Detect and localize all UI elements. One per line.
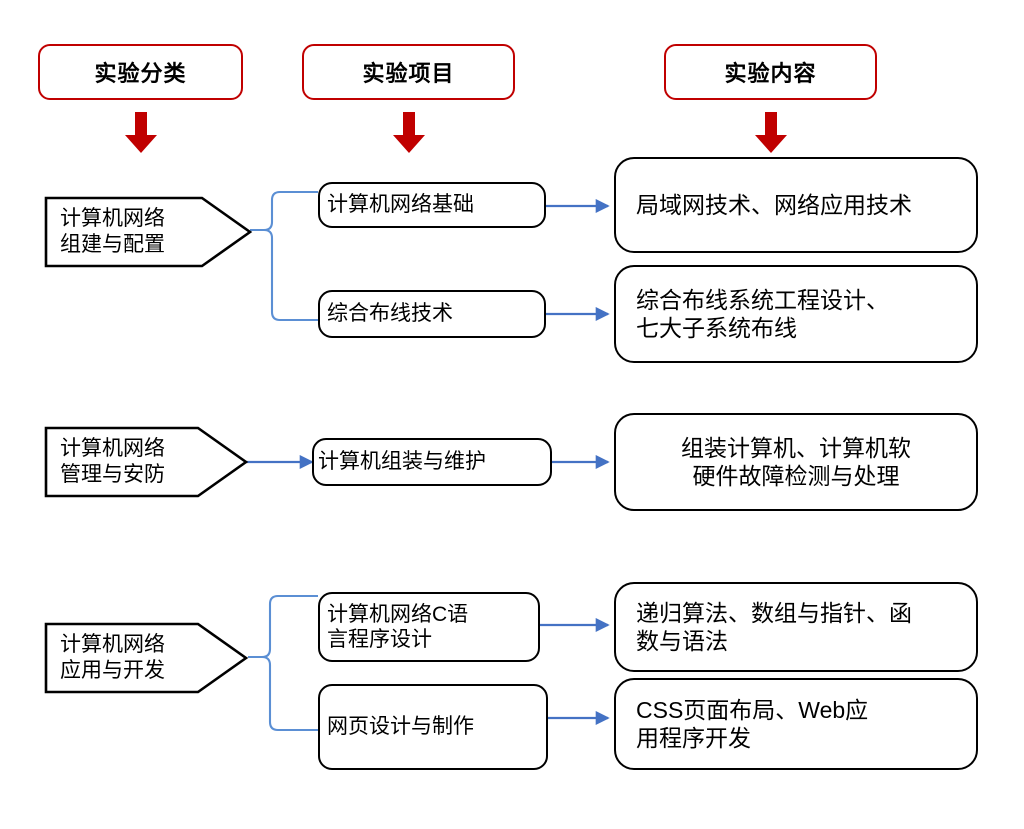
category-label-2: 计算机网络 管理与安防 [60,437,165,486]
category-shape-2[interactable] [44,426,250,498]
header-label-content: 实验内容 [724,61,817,86]
header-pill-category[interactable]: 实验分类 [38,44,243,100]
content-label-2-1: 组装计算机、计算机软 硬件故障检测与处理 [681,434,911,489]
category-label-3: 计算机网络 应用与开发 [60,633,165,682]
content-label-3-1: 递归算法、数组与指针、函 数与语法 [636,599,912,654]
header-pill-project[interactable]: 实验项目 [302,44,515,100]
project-box-1-1[interactable]: 计算机网络基础 [318,182,546,228]
project-label-1-2: 综合布线技术 [327,302,453,326]
header-label-category: 实验分类 [94,61,187,86]
header-label-project: 实验项目 [362,61,455,86]
content-box-3-1[interactable]: 递归算法、数组与指针、函 数与语法 [614,582,978,672]
project-label-3-2: 网页设计与制作 [327,715,474,739]
project-label-2-1: 计算机组装与维护 [318,450,486,474]
header-pill-content[interactable]: 实验内容 [664,44,877,100]
content-box-1-2[interactable]: 综合布线系统工程设计、 七大子系统布线 [614,265,978,363]
content-box-3-2[interactable]: CSS页面布局、Web应 用程序开发 [614,678,978,770]
project-label-1-1: 计算机网络基础 [327,193,474,217]
connector-brace-group-1 [250,190,318,322]
red-down-arrow-project [392,112,426,154]
project-box-3-1[interactable]: 计算机网络C语 言程序设计 [318,592,540,662]
category-shape-1[interactable] [44,196,254,268]
red-down-arrow-category [124,112,158,154]
content-label-1-2: 综合布线系统工程设计、 七大子系统布线 [636,286,889,341]
red-down-arrow-content [754,112,788,154]
content-box-2-1[interactable]: 组装计算机、计算机软 硬件故障检测与处理 [614,413,978,511]
content-box-1-1[interactable]: 局域网技术、网络应用技术 [614,157,978,253]
project-box-2-1[interactable]: 计算机组装与维护 [312,438,552,486]
project-label-3-1: 计算机网络C语 言程序设计 [327,602,469,651]
content-label-3-2: CSS页面布局、Web应 用程序开发 [636,696,869,751]
project-box-3-2[interactable]: 网页设计与制作 [318,684,548,770]
category-label-1: 计算机网络 组建与配置 [60,207,165,256]
project-box-1-2[interactable]: 综合布线技术 [318,290,546,338]
content-label-1-1: 局域网技术、网络应用技术 [636,191,912,218]
category-shape-3[interactable] [44,622,250,694]
connector-brace-group-3 [248,594,318,732]
